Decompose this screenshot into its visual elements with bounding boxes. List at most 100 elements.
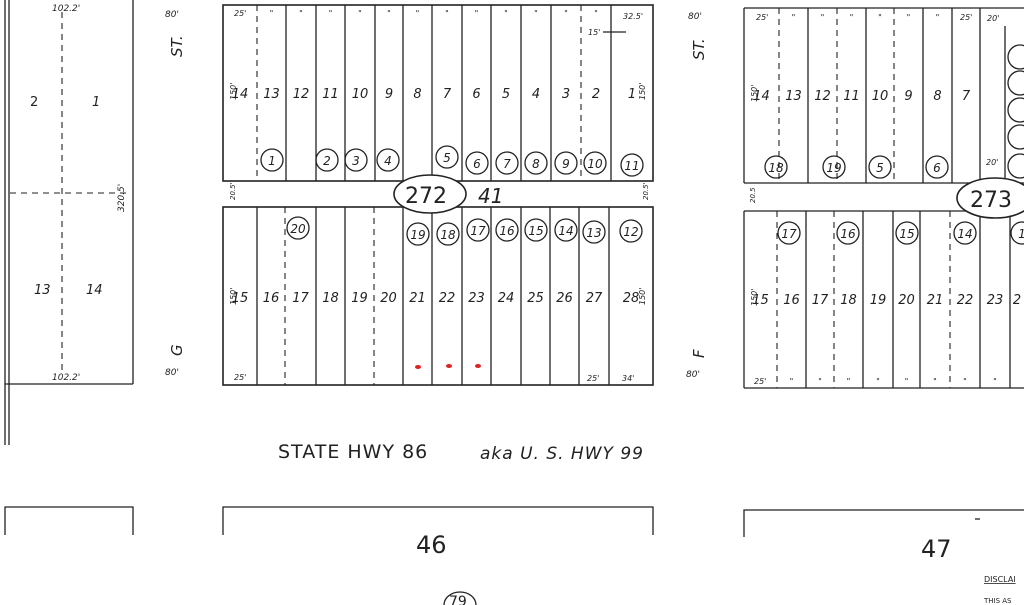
b273-bot-lot-17: 17 [812, 293, 829, 308]
b272-bot-lot-17: 17 [292, 291, 309, 306]
b272-circle-6: 6 [473, 157, 481, 171]
lot-circle [895, 221, 919, 245]
ditto-mark: " [876, 377, 880, 386]
b272-bot-left-width: 25' [234, 373, 246, 382]
b272-top-lot-2: 2 [592, 87, 600, 102]
b272-top-lot-6: 6 [472, 87, 480, 102]
ditto-mark: " [416, 9, 420, 18]
lot-circle [315, 148, 339, 172]
lot-circle [582, 220, 606, 244]
b273-circle-6: 6 [933, 161, 941, 175]
b272-bot-lot-26: 26 [556, 291, 573, 306]
lot-circle [286, 216, 310, 240]
lot-circle [554, 218, 578, 242]
f-st-bottom-width: 80' [686, 370, 700, 380]
disclaimer: DISCLAI [984, 575, 1016, 584]
b272-top-lot-5: 5 [502, 87, 510, 102]
b272-bot-lot-25: 25 [527, 291, 544, 306]
b272-alley-left: 20.5' [229, 182, 237, 200]
left-bottom-dim: 102.2' [52, 373, 80, 383]
b272-bot-lot-22: 22 [439, 291, 456, 306]
lot-circle [406, 222, 430, 246]
left-lot-2: 2 [30, 95, 38, 110]
lot-circle [376, 148, 400, 172]
left-block: 102.2' 102.2' 320.5' 2 1 13 14 [4, 0, 134, 445]
b273-bot-left-width: 25' [754, 377, 766, 386]
lot-circle [436, 222, 460, 246]
ditto-mark: " [445, 9, 449, 18]
b272-circle-10: 10 [587, 157, 603, 171]
b272-bot-lot-24: 24 [498, 291, 515, 306]
f-street: 80' ST. F 80' [686, 12, 708, 380]
b273-circle-5: 5 [876, 161, 884, 175]
lot-circle [764, 155, 788, 179]
left-lot-14: 14 [86, 283, 103, 298]
left-side-dim: 320.5' [117, 184, 127, 212]
b272-circle-5: 5 [443, 151, 451, 165]
lot-circle [836, 221, 860, 245]
b273-top-depth: 150' [750, 85, 759, 102]
b273-alley-left: 20.5 [749, 187, 757, 203]
ditto-mark: " [358, 9, 362, 18]
g-st-bottom-width: 80' [165, 368, 179, 378]
lot-circle [619, 219, 643, 243]
ditto-mark: " [270, 9, 274, 18]
bottom-circle [443, 591, 477, 605]
b273-top-lot-8: 8 [933, 89, 941, 104]
lot-circle [868, 155, 892, 179]
b272-top-left-depth: 150' [229, 83, 238, 100]
b272-circle-4: 4 [384, 154, 392, 168]
b272-circle-19: 19 [410, 228, 425, 242]
b273-bot-lot-2: 2 [1013, 293, 1021, 308]
left-lot-13: 13 [34, 283, 51, 298]
ditto-mark: " [504, 9, 508, 18]
b272-bot-lot-20: 20 [380, 291, 397, 306]
b272-circle-3: 3 [352, 154, 360, 168]
page-272-label: 272 [405, 184, 447, 209]
b273-top-lot-7: 7 [962, 89, 971, 104]
lot-circle [495, 151, 519, 175]
b272-bot-left-depth: 150' [229, 288, 238, 305]
b272-bot-lot-21: 21 [409, 291, 426, 306]
ditto-mark: " [564, 9, 568, 18]
b272-circle-20: 20 [290, 222, 306, 236]
lot-circle [344, 148, 368, 172]
b272-top-lot-1: 1 [628, 87, 636, 102]
b272-circle-14: 14 [558, 224, 573, 238]
b272-top-lot-12: 12 [293, 87, 310, 102]
ditto-mark: " [907, 13, 911, 22]
highway-aka: aka U. S. HWY 99 [480, 444, 644, 464]
block-272: 25' 32.5' 15' 150' 150' 20.5' 20.5' 150'… [222, 4, 654, 386]
highway-name: STATE HWY 86 [278, 441, 428, 463]
ditto-mark: " [387, 9, 391, 18]
b272-circle-1: 1 [268, 154, 276, 168]
f-st-top-width: 80' [688, 12, 702, 22]
lot-circle [583, 151, 607, 175]
ditto-mark: " [792, 13, 796, 22]
lower-parcels: 46 47 79 DISCLAI THIS AS [4, 506, 1024, 605]
g-st-top-label: ST. [168, 35, 186, 57]
bottom-circle-label: 79 [449, 594, 467, 605]
ditto-mark: " [936, 13, 940, 22]
b272-circle-8: 8 [532, 157, 540, 171]
b273-top-lot-11: 11 [843, 89, 860, 104]
b273-top-lot-13: 13 [785, 89, 802, 104]
b272-bot-lot-23: 23 [468, 291, 485, 306]
ditto-mark: " [847, 377, 851, 386]
lot-circle [953, 221, 977, 245]
b272-bot-lot-16: 16 [263, 291, 280, 306]
disclaimer-line2: THIS AS [983, 597, 1012, 605]
ditto-mark: " [594, 9, 598, 18]
b273-bot-lot-19: 19 [870, 293, 887, 308]
b273-circle-18: 18 [768, 161, 784, 175]
left-top-dim: 102.2' [52, 4, 80, 14]
red-mark [415, 365, 421, 369]
b273-top-right-width: 25' [960, 13, 972, 22]
f-st-bottom-label: F [690, 349, 708, 358]
lot-circle [822, 155, 846, 179]
b272-top-lot-14: 14 [232, 87, 249, 102]
f-st-top-label: ST. [690, 38, 708, 60]
g-st-top-width: 80' [165, 10, 179, 20]
